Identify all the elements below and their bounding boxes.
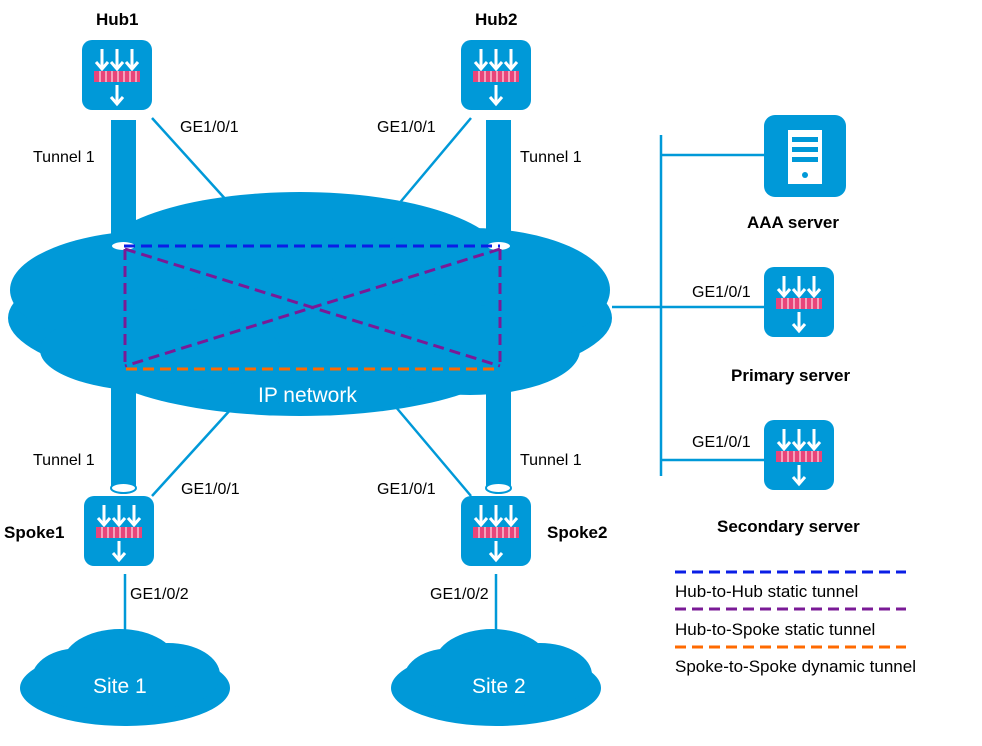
legend-label-hub-hub: Hub-to-Hub static tunnel: [675, 582, 858, 601]
primary-server-router-icon: [762, 265, 836, 339]
site1-label: Site 1: [93, 675, 147, 698]
spoke2-tunnel-label: Tunnel 1: [520, 452, 582, 469]
tunnel-pipes: [110, 120, 512, 494]
ip-network-cloud: [8, 192, 612, 416]
site1-cloud: [20, 629, 230, 726]
primary-server-label: Primary server: [731, 366, 850, 385]
secondary-server-label: Secondary server: [717, 517, 860, 536]
legend: Hub-to-Hub static tunnel Hub-to-Spoke st…: [675, 570, 916, 676]
hub1-router-icon: [80, 38, 154, 112]
spoke2-router-icon: [459, 494, 533, 568]
hub1-label: Hub1: [96, 10, 139, 29]
tunnel-end-spoke2: [485, 482, 512, 494]
tunnel-lines: [123, 244, 502, 371]
legend-label-hub-spoke: Hub-to-Spoke static tunnel: [675, 620, 875, 639]
secondary-ge-label: GE1/0/1: [692, 434, 751, 451]
spoke2-label: Spoke2: [547, 523, 607, 542]
hub2-spoke1-tunnel: [124, 247, 501, 368]
hub2-label: Hub2: [475, 10, 518, 29]
ip-network-label: IP network: [258, 384, 357, 407]
spoke2-ge1-label: GE1/0/1: [377, 481, 436, 498]
spoke2-ge2-label: GE1/0/2: [430, 586, 489, 603]
legend-label-spoke-spoke: Spoke-to-Spoke dynamic tunnel: [675, 657, 916, 676]
hub2-ge-label: GE1/0/1: [377, 119, 436, 136]
hub2-router-icon: [459, 38, 533, 112]
spoke1-label: Spoke1: [4, 523, 64, 542]
primary-ge-label: GE1/0/1: [692, 284, 751, 301]
site2-label: Site 2: [472, 675, 526, 698]
spoke1-tunnel-label: Tunnel 1: [33, 452, 95, 469]
spoke1-ge2-label: GE1/0/2: [130, 586, 189, 603]
site2-cloud: [391, 629, 601, 726]
server-bus: [612, 135, 765, 476]
aaa-server-label: AAA server: [747, 213, 839, 232]
aaa-server-icon: [764, 115, 846, 197]
hub2-tunnel-label: Tunnel 1: [520, 149, 582, 166]
secondary-server-router-icon: [762, 418, 836, 492]
spoke1-ge1-label: GE1/0/1: [181, 481, 240, 498]
interface-links: [123, 117, 498, 640]
hub1-tunnel-label: Tunnel 1: [33, 149, 95, 166]
tunnel-end-spoke1: [110, 482, 137, 494]
hub1-ge-label: GE1/0/1: [180, 119, 239, 136]
spoke1-router-icon: [82, 494, 156, 568]
